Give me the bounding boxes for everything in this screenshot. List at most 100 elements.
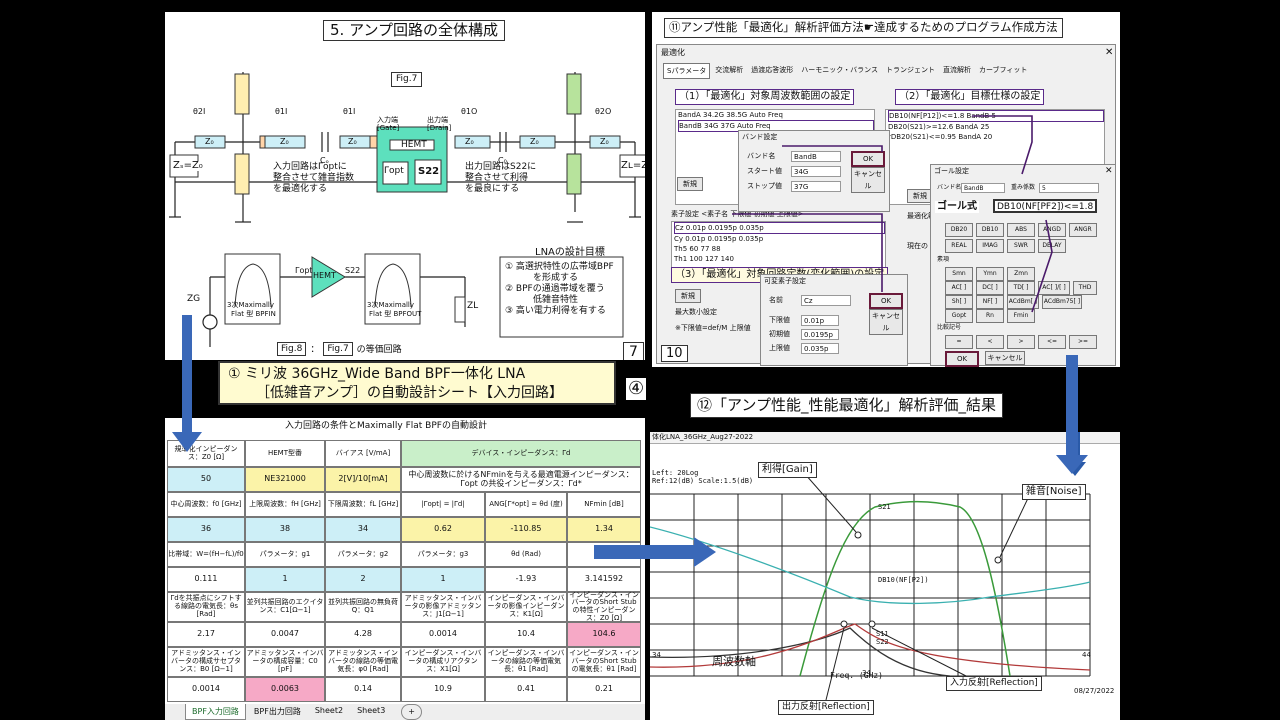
el-thd-button[interactable]: THD: [1073, 281, 1097, 295]
sheet-value-cell[interactable]: 38: [245, 517, 325, 542]
goal-band-select[interactable]: BandB: [961, 183, 1005, 193]
var-name-field[interactable]: Cz: [801, 295, 851, 306]
element-row[interactable]: Cy 0.01p 0.0195p 0.035p: [674, 235, 764, 243]
sheet-value-cell[interactable]: -110.85: [485, 517, 567, 542]
sheet-header-cell[interactable]: 比帯域：W=(fH−fL)/f0: [167, 542, 245, 567]
fn-real-button[interactable]: REAL: [945, 239, 973, 253]
fn-angr-button[interactable]: ANGR: [1069, 223, 1097, 237]
element-row[interactable]: Th1 100 127 140: [674, 255, 734, 263]
sheet-value-cell[interactable]: NE321000: [245, 467, 325, 492]
var-high-field[interactable]: 0.035p: [801, 343, 839, 354]
goal-row-selected[interactable]: DB10(NF[P12])<=1.8 BandB 5: [888, 110, 1104, 122]
el-nf-button[interactable]: NF[ ]: [976, 295, 1004, 309]
sheet-tab-2[interactable]: Sheet2: [314, 706, 344, 715]
el-td-button[interactable]: TD[ ]: [1007, 281, 1035, 295]
goal-row[interactable]: rDB20(S21)<=0.95 BandA 20: [888, 133, 993, 141]
sheet-header-cell[interactable]: 並列共振回路のエクイタンス：C1[Ω−1]: [245, 592, 325, 622]
sheet-value-cell[interactable]: 中心周波数に於けるNFminを与える最適電源インピーダンス：Γopt の共役イン…: [401, 467, 641, 492]
el-rn-button[interactable]: Rn: [976, 309, 1004, 323]
sheet-header-cell[interactable]: 並列共振回路の無負荷Q：Q1: [325, 592, 401, 622]
sheet-value-cell[interactable]: 2.17: [167, 622, 245, 647]
fn-angd-button[interactable]: ANGD: [1038, 223, 1066, 237]
fn-imag-button[interactable]: IMAG: [976, 239, 1004, 253]
sheet-value-cell[interactable]: 0.0063: [245, 677, 325, 702]
tab-ac[interactable]: 交流解析: [715, 66, 744, 74]
el-fmin-button[interactable]: Fmin: [1007, 309, 1035, 323]
sheet-value-cell[interactable]: 36: [167, 517, 245, 542]
sheet-header-cell[interactable]: パラメータ：g1: [245, 542, 325, 567]
sheet-value-cell[interactable]: 4.28: [325, 622, 401, 647]
el-zmn-button[interactable]: Zmn: [1007, 267, 1035, 281]
sheet-header-cell[interactable]: パラメータ：g3: [401, 542, 485, 567]
sheet-value-cell[interactable]: 0.0014: [167, 677, 245, 702]
sheet-value-cell[interactable]: 1: [401, 567, 485, 592]
sheet-value-cell[interactable]: 34: [325, 517, 401, 542]
sheet-header-cell[interactable]: インピーダンス・インバータの構成リアクタンス：X1[Ω]: [401, 647, 485, 677]
tab-transient-wave[interactable]: 過渡応答波形: [751, 66, 794, 74]
sheet-header-cell[interactable]: バイアス [V/mA]: [325, 440, 401, 467]
sheet-header-cell[interactable]: アドミッタンス・インバータの構成サセプタンス：B0 [Ω−1]: [167, 647, 245, 677]
goal-expr-field[interactable]: DB10(NF[PF2])<=1.8: [993, 199, 1097, 213]
band-ok-button[interactable]: OK: [851, 151, 885, 167]
sheet-header-cell[interactable]: パラメータ：g2: [325, 542, 401, 567]
sheet-header-cell[interactable]: インピーダンス・インバータのShort Stubの特性インピーダンス：Z0 [Ω…: [567, 591, 641, 622]
sheet-value-cell[interactable]: 10.9: [401, 677, 485, 702]
el-sh-button[interactable]: Sh[ ]: [945, 295, 973, 309]
sheet-value-cell[interactable]: 2: [325, 567, 401, 592]
tab-transient[interactable]: トランジェント: [885, 66, 935, 74]
cmp-gt-button[interactable]: >: [1007, 335, 1035, 349]
sheet-value-cell[interactable]: 0.0014: [401, 622, 485, 647]
sheet-header-cell[interactable]: 上限周波数：fH [GHz]: [245, 492, 325, 517]
element-row-selected[interactable]: Cz 0.01p 0.0195p 0.035p: [674, 222, 885, 234]
goal-ok-button[interactable]: OK: [945, 351, 979, 367]
sheet-header-cell[interactable]: |Γopt| = |Γd|: [401, 492, 485, 517]
fn-db20-button[interactable]: DB20: [945, 223, 973, 237]
sheet-header-cell[interactable]: HEMT型番: [245, 440, 325, 467]
sheet-header-cell[interactable]: π: [567, 542, 641, 567]
sheet-header-cell[interactable]: アドミッタンス・インバータの影像アドミッタンス：J1[Ω−1]: [401, 592, 485, 622]
el-gopt-button[interactable]: Gopt: [945, 309, 973, 323]
start-field[interactable]: 34G: [791, 166, 841, 177]
sheet-header-cell[interactable]: インピーダンス・インバータの影像インピーダンス：K1[Ω]: [485, 592, 567, 622]
goal-row[interactable]: DB20(S21)>=12.6 BandA 25: [888, 123, 990, 131]
sheet-value-cell[interactable]: 1: [245, 567, 325, 592]
tab-dc[interactable]: 直流解析: [942, 66, 971, 74]
var-cancel-button[interactable]: キャンセル: [869, 309, 903, 335]
sheet-header-cell[interactable]: 中心周波数：f0 [GHz]: [167, 492, 245, 517]
el-dc-button[interactable]: DC[ ]: [976, 281, 1004, 295]
cmp-eq-button[interactable]: =: [945, 335, 973, 349]
el-acratio-button[interactable]: AC[ ]/[ ]: [1038, 281, 1070, 295]
sheet-header-cell[interactable]: アドミッタンス・インバータの線路の等価電気長：φ0 [Rad]: [325, 647, 401, 677]
cmp-le-button[interactable]: <=: [1038, 335, 1066, 349]
sheet-header-cell[interactable]: 規準化インピーダンス：Z0 [Ω]: [167, 440, 245, 467]
band-row[interactable]: BandA 34.2G 38.5G Auto Freq: [678, 111, 783, 119]
sheet-tab-3[interactable]: Sheet3: [357, 706, 386, 715]
el-smn-button[interactable]: Smn: [945, 267, 973, 281]
sheet-header-cell[interactable]: NFmin [dB]: [567, 492, 641, 517]
sheet-header-cell[interactable]: ANG[Γ*opt] = θd (度): [485, 492, 567, 517]
sheet-value-cell[interactable]: 0.0047: [245, 622, 325, 647]
tab-sparam[interactable]: Sパラメータ: [663, 63, 711, 79]
band-cancel-button[interactable]: キャンセル: [851, 167, 885, 193]
sheet-value-cell[interactable]: 2[V]/10[mA]: [325, 467, 401, 492]
sheet-header-cell[interactable]: θd (Rad): [485, 542, 567, 567]
goal-cancel-button[interactable]: キャンセル: [985, 351, 1025, 365]
dialog-close-icon[interactable]: ✕: [1105, 47, 1114, 58]
element-row[interactable]: Th5 60 77 88: [674, 245, 721, 253]
fn-swr-button[interactable]: SWR: [1007, 239, 1035, 253]
sheet-value-cell[interactable]: 0.62: [401, 517, 485, 542]
el-acdbm75-button[interactable]: ACdBm75[ ]: [1042, 295, 1082, 309]
sheet-value-cell[interactable]: 3.141592: [567, 567, 641, 592]
sheet-tab-bpf-in[interactable]: BPF入力回路: [185, 704, 246, 720]
sheet-value-cell[interactable]: 50: [167, 467, 245, 492]
cmp-ge-button[interactable]: >=: [1069, 335, 1097, 349]
cmp-lt-button[interactable]: <: [976, 335, 1004, 349]
el-acdbm-button[interactable]: ACdBm[ ]: [1007, 295, 1039, 309]
sheet-header-cell[interactable]: アドミッタンス・インバータの構成容量：C0 [pF]: [245, 647, 325, 677]
band-name-field[interactable]: BandB: [791, 151, 841, 162]
sheet-value-cell[interactable]: 0.21: [567, 677, 641, 702]
sheet-header-cell[interactable]: Γdを共振点にシフトする線路の電気長：θs [Rad]: [167, 592, 245, 622]
sheet-value-cell[interactable]: 10.4: [485, 622, 567, 647]
goal-weight-field[interactable]: 5: [1039, 183, 1099, 193]
goal-close-icon[interactable]: ✕: [1105, 166, 1113, 176]
